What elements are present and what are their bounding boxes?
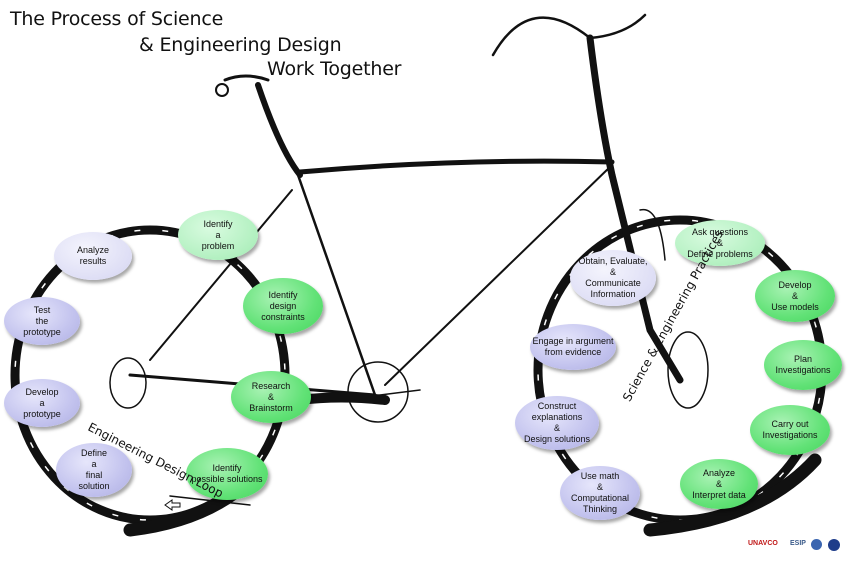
esip-logo: ESIP [790, 540, 806, 547]
unavco-logo: UNAVCO [748, 540, 778, 547]
node-identify-constraints: Identify design constraints [243, 278, 323, 334]
node-obtain-evaluate: Obtain, Evaluate, & Communicate Informat… [570, 250, 656, 306]
node-construct-explanations: Construct explanations & Design solution… [515, 396, 599, 450]
node-test-prototype: Test the prototype [4, 297, 80, 345]
node-plan-investigations: Plan Investigations [764, 340, 842, 390]
node-develop-models: Develop & Use models [755, 270, 835, 322]
node-identify-solutions: Identify possible solutions [186, 448, 268, 500]
node-carry-out-investigations: Carry out Investigations [750, 405, 830, 455]
node-identify-problem: Identify a problem [178, 210, 258, 260]
small-arrow-icon [164, 499, 181, 511]
node-use-math: Use math & Computational Thinking [560, 466, 640, 520]
node-define-solution: Define a final solution [56, 443, 132, 497]
title-line-3: Work Together [267, 58, 402, 80]
node-analyze-results: Analyze results [54, 232, 132, 280]
title-line-2: & Engineering Design [139, 34, 342, 56]
nsf-logo-icon [811, 539, 822, 550]
front-tire-arc [643, 453, 822, 537]
node-develop-prototype: Develop a prototype [4, 379, 80, 427]
title-line-1: The Process of Science [10, 8, 224, 30]
node-research-brainstorm: Research & Brainstorm [231, 371, 311, 423]
node-analyze-interpret: Analyze & Interpret data [680, 459, 758, 509]
node-engage-argument: Engage in argument from evidence [530, 324, 616, 370]
nasa-logo-icon [828, 539, 840, 551]
node-ask-questions: Ask questions & Define problems [675, 220, 765, 266]
